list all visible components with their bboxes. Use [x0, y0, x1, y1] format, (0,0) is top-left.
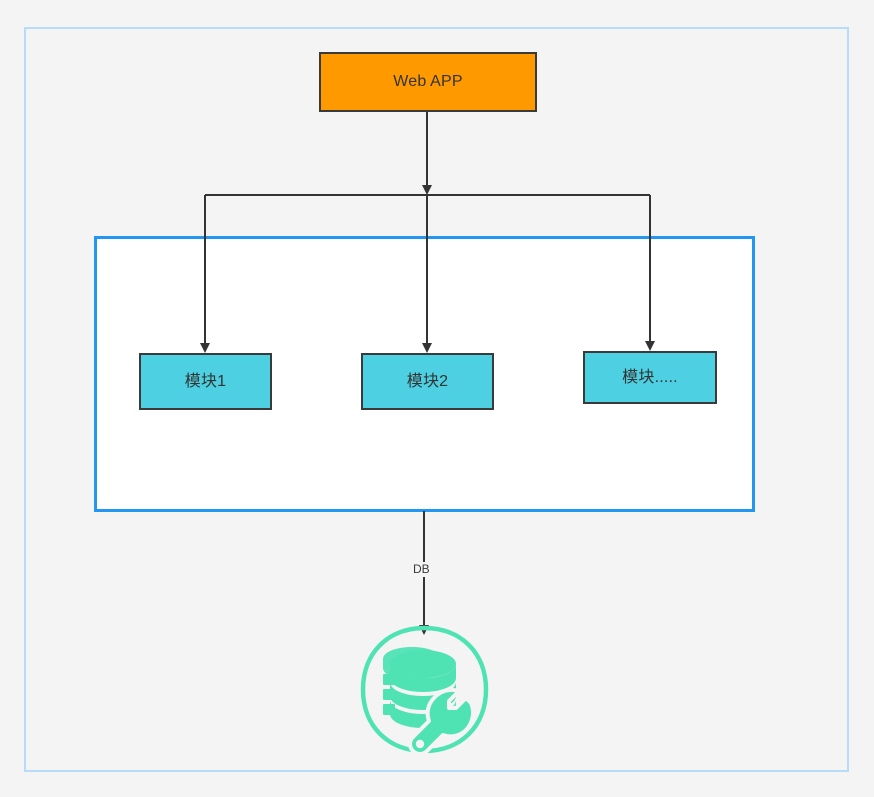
- node-database[interactable]: [357, 622, 492, 757]
- node-module-3[interactable]: 模块.....: [583, 351, 717, 404]
- database-wrench-icon: [360, 625, 489, 756]
- node-web-app[interactable]: Web APP: [319, 52, 537, 112]
- node-module-3-label: 模块.....: [622, 368, 678, 386]
- wrench-glyph: [408, 687, 476, 756]
- system-boundary-frame: [24, 27, 849, 772]
- node-module-2-label: 模块2: [406, 372, 449, 390]
- edge-label-db: DB: [410, 562, 433, 578]
- node-module-1-label: 模块1: [184, 372, 227, 390]
- node-module-1[interactable]: 模块1: [139, 353, 272, 410]
- node-web-app-label: Web APP: [393, 73, 463, 90]
- node-module-2[interactable]: 模块2: [361, 353, 494, 410]
